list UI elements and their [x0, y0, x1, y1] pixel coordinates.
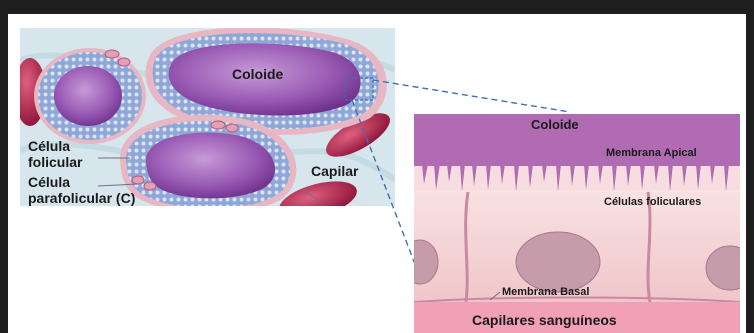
cell-border-2: [648, 192, 650, 302]
label-coloide-right: Coloide: [531, 117, 579, 132]
follicle-bottom: [120, 115, 296, 214]
cell-border-1: [466, 192, 468, 302]
zoom-panel: [402, 114, 754, 333]
label-capilares-sanguineos: Capilares sanguíneos: [472, 312, 617, 328]
label-coloide-left: Coloide: [232, 66, 283, 82]
zoom-line-top: [373, 80, 570, 112]
label-celula-parafolicular-1: Célula: [28, 174, 70, 190]
label-membrana-basal: Membrana Basal: [502, 286, 589, 298]
nucleus-left: [402, 240, 438, 284]
nucleus-center: [516, 232, 600, 292]
label-celula-folicular-2: folicular: [28, 154, 82, 170]
label-celula-folicular-1: Célula: [28, 138, 70, 154]
label-celulas-foliculares: Células foliculares: [604, 196, 701, 208]
label-celula-parafolicular-2: parafolicular (C): [28, 190, 135, 206]
label-membrana-apical: Membrana Apical: [606, 147, 697, 159]
label-capilar: Capilar: [311, 163, 358, 179]
nucleus-right: [706, 246, 754, 290]
